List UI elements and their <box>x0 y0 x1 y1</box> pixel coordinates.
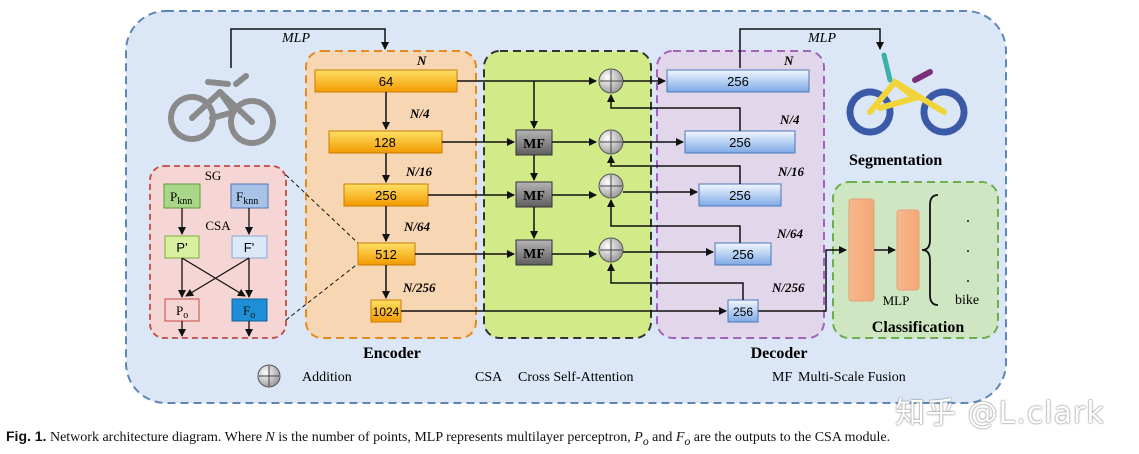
caption-fig-number: Fig. 1. <box>6 428 47 444</box>
f-prime-label: F' <box>244 240 254 255</box>
decoder-scale-n256: N/256 <box>771 280 805 295</box>
class-bike-label: bike <box>955 293 979 308</box>
caption-part2: is the number of points, MLP represents … <box>274 430 635 445</box>
fo-label: Fo <box>243 303 255 321</box>
encoder-scale-n: N <box>416 53 427 68</box>
legend-csa-abbrev: CSA <box>475 370 503 385</box>
encoder-scale-n256: N/256 <box>402 280 436 295</box>
mf-block-3-label: MF <box>523 247 545 262</box>
encoder-scale-n16: N/16 <box>405 164 433 179</box>
encoder-block-1024-label: 1024 <box>373 305 400 319</box>
addition-node-2 <box>598 129 624 155</box>
addition-node-3 <box>598 173 624 199</box>
classification-title: Classification <box>872 319 965 336</box>
encoder-block-256-label: 256 <box>375 188 397 203</box>
classification-mlp-bar-2 <box>896 209 920 291</box>
p-knn-box <box>163 183 201 209</box>
caption-fo: Fo <box>675 430 691 448</box>
segmentation-label: Segmentation <box>849 152 942 169</box>
class-dot-1: . <box>966 209 970 226</box>
decoder-block-n64-label: 256 <box>732 247 754 262</box>
caption-part1: Network architecture diagram. Where <box>46 430 266 445</box>
addition-node-4 <box>598 237 624 263</box>
decoder-block-n64 <box>714 242 772 266</box>
mf-block-1-label: MF <box>523 137 545 152</box>
addition-node-1 <box>598 68 624 94</box>
encoder-block-128-label: 128 <box>374 135 396 150</box>
decoder-block-n4-label: 256 <box>729 135 751 150</box>
caption-part3: and <box>648 430 676 445</box>
encoder-scale-n4: N/4 <box>409 106 430 121</box>
legend-csa-desc: Cross Self-Attention <box>518 370 634 385</box>
sg-label: SG <box>205 168 222 183</box>
csa-panel-label: CSA <box>205 218 231 233</box>
mlp-top-left-label: MLP <box>281 31 310 46</box>
classification-mlp-label: MLP <box>883 293 910 308</box>
decoder-scale-n: N <box>783 53 794 68</box>
legend-addition-label: Addition <box>302 370 352 385</box>
classification-brace <box>921 194 939 306</box>
po-label: Po <box>176 303 188 321</box>
figure-caption: Fig. 1. Network architecture diagram. Wh… <box>6 428 1136 448</box>
decoder-block-n256-label: 256 <box>733 305 753 319</box>
p-knn-label: Pknn <box>170 189 192 207</box>
class-dot-3: . <box>966 269 970 286</box>
encoder-block-512-label: 512 <box>375 247 397 262</box>
legend-addition-icon <box>257 364 281 388</box>
encoder-title: Encoder <box>363 345 421 362</box>
decoder-title: Decoder <box>751 345 808 362</box>
caption-n: N <box>265 430 275 445</box>
decoder-scale-n64: N/64 <box>776 226 804 241</box>
legend-mf-desc: Multi-Scale Fusion <box>798 370 906 385</box>
f-knn-label: Fknn <box>236 189 258 207</box>
class-dot-2: . <box>966 239 970 256</box>
p-prime-label: P' <box>176 240 187 255</box>
mf-block-2-label: MF <box>523 189 545 204</box>
decoder-block-n <box>666 69 810 93</box>
caption-po: Po <box>634 430 649 448</box>
segmented-bike-point-cloud <box>846 52 968 136</box>
encoder-blocks: 64 N 128 N/4 256 N/16 512 N/64 1024 N/25… <box>314 53 458 323</box>
encoder-block-64-label: 64 <box>379 74 393 89</box>
mlp-top-right-label: MLP <box>807 31 836 46</box>
legend-mf-abbrev: MF <box>772 370 792 385</box>
watermark: 知乎 @L.clark <box>895 396 1105 431</box>
decoder-scale-n4: N/4 <box>779 112 800 127</box>
decoder-scale-n16: N/16 <box>777 164 805 179</box>
decoder-block-n16-label: 256 <box>729 188 751 203</box>
decoder-block-n-label: 256 <box>727 74 749 89</box>
input-bike-point-cloud <box>168 73 276 146</box>
mf-block-3 <box>515 239 553 266</box>
mf-blocks: MF MF MF <box>515 129 553 266</box>
classification-mlp-bar-1 <box>848 198 875 302</box>
encoder-scale-n64: N/64 <box>403 219 431 234</box>
caption-part4: are the outputs to the CSA module. <box>690 430 891 445</box>
